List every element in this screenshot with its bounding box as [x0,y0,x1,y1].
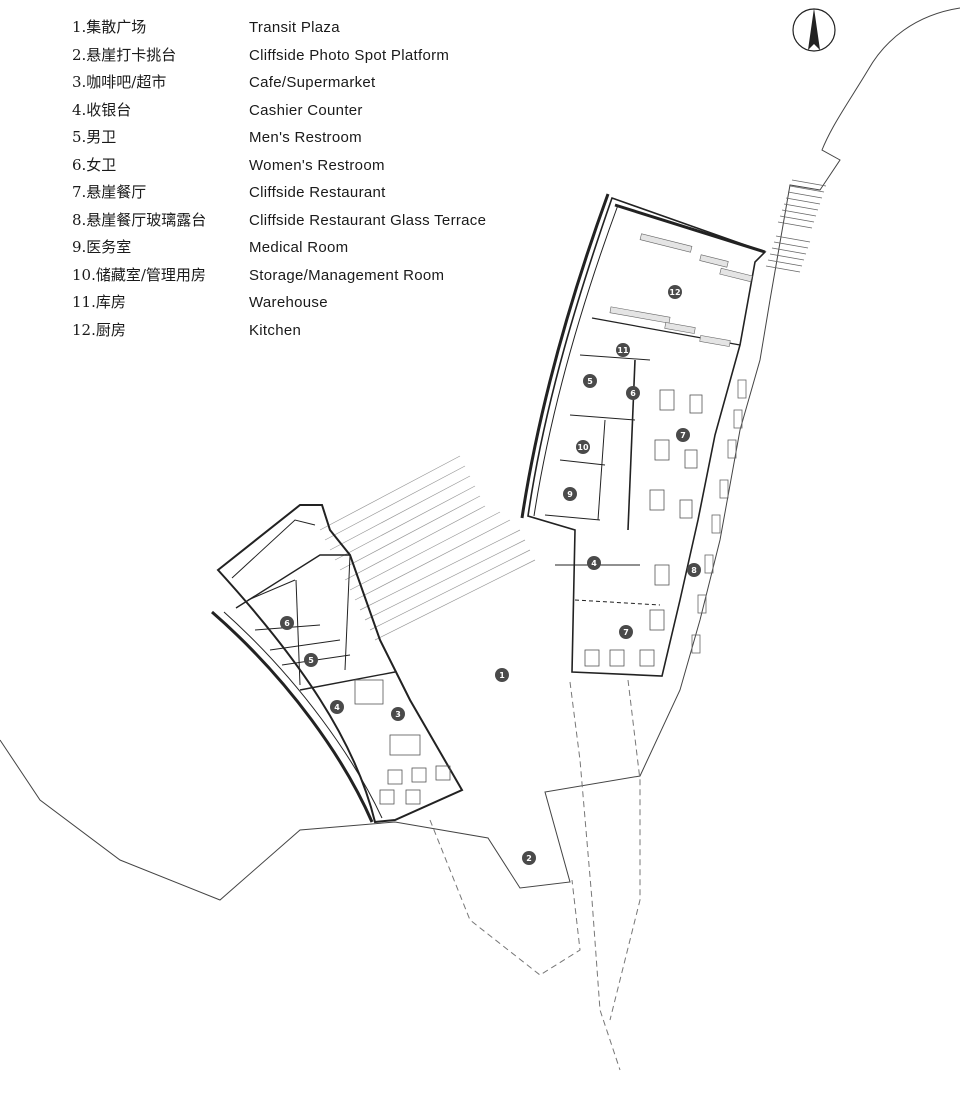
restaurant-building [520,193,767,677]
room-marker-label: 7 [680,431,686,440]
room-marker-label: 5 [308,656,314,665]
legend-item: 2.悬崖打卡挑台 Cliffside Photo Spot Platform [72,42,552,70]
legend-en: Warehouse [249,294,328,311]
stairs [765,179,827,273]
legend-en: Women's Restroom [249,156,385,174]
legend-zh: 11.库房 [72,293,126,311]
connecting-bridge [319,455,536,641]
restaurant-furniture [584,389,703,667]
legend-item: 8.悬崖餐厅玻璃露台 Cliffside Restaurant Glass Ter… [72,207,552,235]
room-marker-7-lower: 7 [619,625,633,639]
legend-en: Transit Plaza [249,19,340,36]
legend-item: 3.咖啡吧/超市 Cafe/Supermarket [72,69,552,97]
cafe-building [211,504,464,824]
room-marker-label: 4 [591,559,597,568]
room-marker-label: 4 [334,703,340,712]
room-marker-7-upper: 7 [676,428,690,442]
room-marker-9: 9 [563,487,577,501]
room-marker-label: 6 [630,389,636,398]
room-marker-label: 5 [587,377,593,386]
legend-item: 4.收银台 Cashier Counter [72,97,552,125]
room-markers: 1 2 3 4 4 5 5 6 6 7 7 8 9 10 11 12 [280,285,701,865]
legend-zh: 5.男卫 [72,128,117,146]
room-marker-6-cafe: 6 [280,616,294,630]
room-marker-label: 12 [669,288,680,297]
room-marker-6-restaurant: 6 [626,386,640,400]
room-marker-1: 1 [495,668,509,682]
legend-item: 9.医务室 Medical Room [72,234,552,262]
room-marker-4-cafe: 4 [330,700,344,714]
room-marker-5-cafe: 5 [304,653,318,667]
room-marker-10: 10 [576,440,590,454]
room-marker-label: 11 [617,346,629,355]
room-marker-5-restaurant: 5 [583,374,597,388]
legend-en: Storage/Management Room [249,266,445,284]
glass-terrace-tables [691,379,747,654]
room-marker-label: 3 [395,710,401,719]
legend-item: 11.库房 Warehouse [72,289,552,317]
legend-en: Cafe/Supermarket [249,74,376,91]
legend-zh: 7.悬崖餐厅 [72,183,147,201]
legend-zh: 1.集散广场 [72,18,147,36]
legend-zh: 3.咖啡吧/超市 [72,73,167,91]
kitchen-counters [609,233,753,347]
room-marker-2: 2 [522,851,536,865]
room-marker-label: 2 [526,854,532,863]
room-marker-12: 12 [668,285,682,299]
legend-en: Cashier Counter [249,101,363,119]
legend: 1.集散广场 Transit Plaza 2.悬崖打卡挑台 Cliffside Ph… [72,14,552,344]
legend-item: 7.悬崖餐厅 Cliffside Restaurant [72,179,552,207]
legend-en: Kitchen [249,321,302,339]
photo-platform-outline [429,679,641,1071]
legend-zh: 10.储藏室/管理用房 [72,265,206,284]
legend-en: Cliffside Restaurant [249,184,386,201]
room-marker-8: 8 [687,563,701,577]
room-marker-4-restaurant: 4 [587,556,601,570]
legend-en: Cliffside Restaurant Glass Terrace [249,211,487,229]
legend-item: 1.集散广场 Transit Plaza [72,14,552,42]
room-marker-label: 1 [499,671,505,680]
room-marker-11: 11 [616,343,630,357]
room-marker-label: 10 [577,443,589,452]
legend-item: 10.储藏室/管理用房 Storage/Management Room [72,262,552,290]
room-marker-label: 9 [567,490,573,499]
room-marker-label: 7 [623,628,629,637]
legend-item: 6.女卫 Women's Restroom [72,152,552,180]
legend-zh: 6.女卫 [72,155,117,174]
room-marker-label: 6 [284,619,290,628]
legend-en: Men's Restroom [249,129,362,146]
room-marker-3: 3 [391,707,405,721]
legend-zh: 12.厨房 [72,320,126,339]
legend-en: Medical Room [249,239,349,256]
legend-item: 5.男卫 Men's Restroom [72,124,552,152]
legend-zh: 2.悬崖打卡挑台 [72,45,177,64]
north-arrow-icon [792,8,836,52]
legend-item: 12.厨房 Kitchen [72,317,552,345]
cafe-furniture [354,679,451,805]
legend-zh: 9.医务室 [72,238,132,256]
legend-zh: 8.悬崖餐厅玻璃露台 [72,210,207,229]
legend-en: Cliffside Photo Spot Platform [249,46,450,64]
legend-zh: 4.收银台 [72,100,132,119]
site-boundary [0,7,960,901]
room-marker-label: 8 [691,566,697,575]
